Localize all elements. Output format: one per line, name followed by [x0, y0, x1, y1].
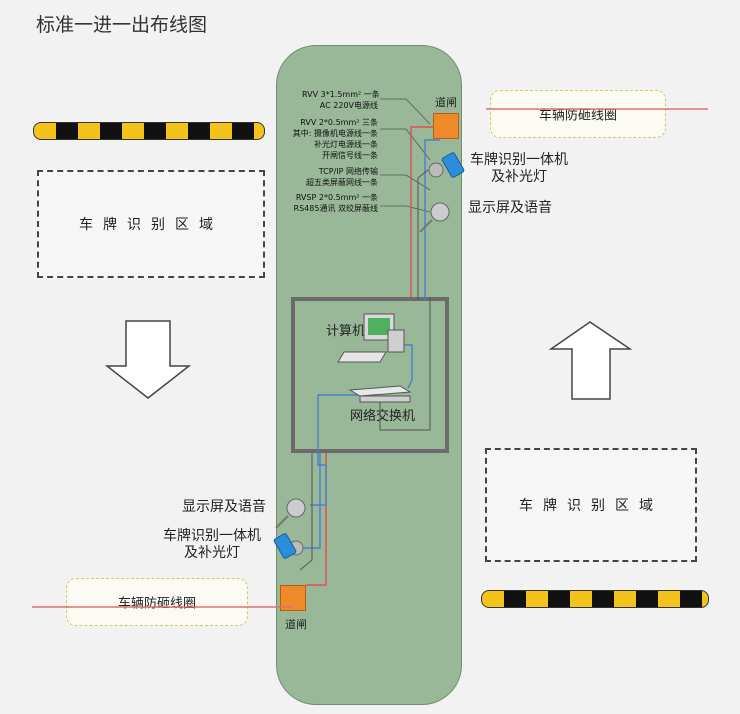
camera-label-bottom: 车牌识别一体机及补光灯 — [163, 528, 261, 561]
computer-label: 计算机 — [326, 324, 366, 339]
cable-label-signal: RVV 2*0.5mm² 三条其中: 摄像机电源线一条 补光灯电源线一条开闸信号… — [292, 118, 378, 160]
loop-bottom: 车辆防砸线圈 — [66, 578, 248, 626]
network-switch-icon — [348, 385, 412, 403]
arrow-down-icon — [104, 320, 192, 399]
display-label-bottom: 显示屏及语音 — [182, 499, 266, 515]
gate-bottom — [280, 585, 306, 611]
plate-zone-right: 车牌识别区域 — [485, 448, 697, 562]
network-wire-top — [424, 139, 440, 300]
cable-label-network: TCP/IP 网络传输超五类屏蔽网线一条 — [306, 167, 378, 187]
camera-icon-bottom — [273, 533, 304, 559]
barrier-arm-left — [33, 122, 265, 140]
arrow-up-icon — [548, 321, 633, 400]
power-wire-top — [410, 126, 433, 297]
switch-label: 网络交换机 — [350, 409, 416, 424]
plate-zone-left: 车牌识别区域 — [37, 170, 265, 278]
barrier-arm-right — [481, 590, 709, 608]
camera-icon-top — [428, 152, 465, 178]
page-title: 标准一进一出布线图 — [36, 14, 208, 36]
display-icon-bottom — [275, 498, 306, 529]
gate-top — [433, 113, 459, 139]
loop-top: 车辆防砸线圈 — [490, 90, 666, 138]
signal-wire-top — [417, 169, 429, 300]
gate-label-bottom: 道闸 — [285, 618, 307, 631]
display-icon-top — [419, 202, 450, 233]
power-wire-bottom — [306, 453, 327, 586]
display-label-top: 显示屏及语音 — [468, 200, 552, 216]
network-wire-bottom — [296, 453, 321, 549]
center-island — [276, 45, 462, 705]
equipment-cabinet — [291, 297, 449, 453]
computer-icon — [337, 313, 405, 363]
gate-label-top: 道闸 — [435, 96, 457, 109]
camera-label-top: 车牌识别一体机及补光灯 — [470, 152, 568, 185]
